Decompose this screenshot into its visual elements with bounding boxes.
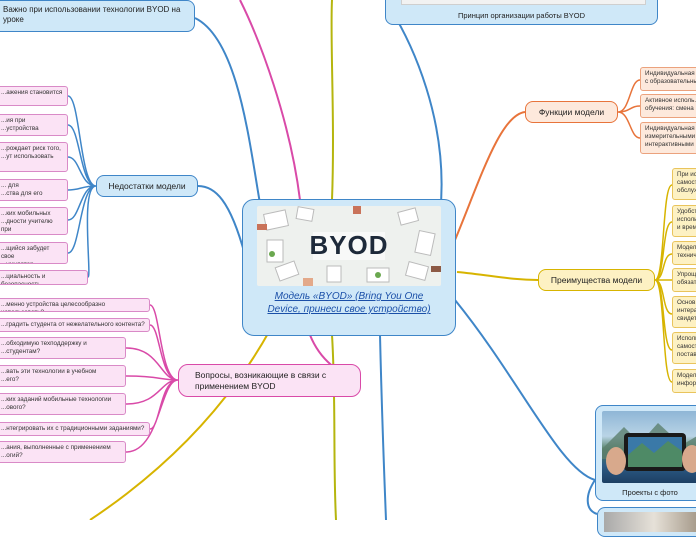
disadvantage-item[interactable]: ...ких мобильных ...дности учителю при xyxy=(0,207,68,235)
link-top-right xyxy=(389,7,443,216)
link-olive-bottom xyxy=(331,334,337,520)
bottom-partial-image xyxy=(604,512,696,532)
advantage-item[interactable]: Модел... инфор... xyxy=(672,369,696,393)
disadvantage-item[interactable]: ...рождает риск того, ...ут использовать xyxy=(0,142,68,172)
advantage-item[interactable]: Удобст... исполь... и врем... xyxy=(672,205,696,237)
link-projects-2 xyxy=(586,479,598,515)
top-left-node[interactable]: Важно при использовании технологии BYOD … xyxy=(0,0,195,32)
question-item[interactable]: ...вать эти технологии в учебном ...его? xyxy=(0,365,126,387)
link-adv-items xyxy=(654,184,673,383)
projects-node[interactable]: Проекты с фото xyxy=(595,405,696,501)
advantage-item[interactable]: Упрощ... обязат... xyxy=(672,268,696,292)
link-top-left xyxy=(194,17,263,216)
disadvantage-item[interactable]: ...ажения становится xyxy=(0,86,68,106)
question-item[interactable]: ...менно устройства целесообразно исполь… xyxy=(0,298,150,312)
function-item[interactable]: Индивидуальная ... измерительными ... ин… xyxy=(640,122,696,154)
center-node[interactable]: BYOD Модель «BYOD» (Bring You One Device… xyxy=(242,199,456,336)
advantage-item[interactable]: Исполь... самост... постав... xyxy=(672,332,696,364)
mindmap-connections xyxy=(67,0,673,520)
advantage-item[interactable]: Модел... технич... xyxy=(672,241,696,265)
questions-node[interactable]: Вопросы, возникающие в связи с применени… xyxy=(178,364,361,397)
questions-label: Вопросы, возникающие в связи с применени… xyxy=(195,369,327,391)
link-advantages xyxy=(456,271,539,281)
center-title: Модель «BYOD» (Bring You One Device, при… xyxy=(267,291,431,315)
disadvantage-item[interactable]: ...щийся забудет свое ...умулятор xyxy=(0,242,68,264)
function-item[interactable]: Активное исполь... обучения: смена ... xyxy=(640,94,696,118)
disadvantage-item[interactable]: ...циальность и безопасность xyxy=(0,270,88,285)
projects-photo xyxy=(602,411,696,483)
link-bottom-blue xyxy=(379,334,387,520)
link-bottom-left xyxy=(89,329,271,520)
question-item[interactable]: ...градить студента от нежелательного ко… xyxy=(0,318,150,332)
disadvantage-item[interactable]: ...ия при ...устройства xyxy=(0,114,68,136)
disadvantages-label: Недостатки модели xyxy=(108,181,186,191)
advantages-label: Преимущества модели xyxy=(550,275,643,285)
disadvantages-node[interactable]: Недостатки модели xyxy=(96,175,198,197)
advantage-item[interactable]: При ис... самост... обслуж... xyxy=(672,168,696,200)
link-olive-top xyxy=(330,0,334,201)
top-left-text: Важно при использовании технологии BYOD … xyxy=(3,5,181,24)
top-right-caption: Принцип организации работы BYOD xyxy=(457,11,586,20)
top-right-image xyxy=(401,0,646,5)
advantages-node[interactable]: Преимущества модели xyxy=(538,269,655,291)
question-item[interactable]: ...обходимую техподдержку и ...студентам… xyxy=(0,337,126,359)
projects-caption: Проекты с фото xyxy=(622,488,678,497)
bottom-right-partial-node[interactable] xyxy=(597,507,696,537)
disadvantage-item[interactable]: ... для ...ства для его xyxy=(0,179,68,201)
link-dis-items xyxy=(67,95,97,278)
functions-label: Функции модели xyxy=(538,107,605,117)
functions-node[interactable]: Функции модели xyxy=(525,101,618,123)
link-functions xyxy=(454,111,526,241)
link-projects xyxy=(454,299,596,481)
center-image: BYOD xyxy=(257,206,441,286)
link-q-items xyxy=(125,304,179,453)
link-fn-items xyxy=(617,79,641,139)
question-item[interactable]: ...ания, выполненные с применением ...ог… xyxy=(0,441,126,463)
link-pink-top xyxy=(239,0,301,201)
question-item[interactable]: ...ких заданий мобильные технологии ...о… xyxy=(0,393,126,415)
byod-illustration xyxy=(257,206,441,286)
function-item[interactable]: Индивидуальная ... с образовательны... xyxy=(640,67,696,91)
question-item[interactable]: ...нтегрировать их с традиционными задан… xyxy=(0,422,150,436)
advantage-item[interactable]: Основ... интера... свидет... xyxy=(672,296,696,328)
link-disadvantages xyxy=(197,185,246,256)
top-right-node[interactable]: Принцип организации работы BYOD xyxy=(385,0,658,25)
center-image-text: BYOD xyxy=(309,230,389,260)
camera-photo-illustration xyxy=(602,423,696,475)
